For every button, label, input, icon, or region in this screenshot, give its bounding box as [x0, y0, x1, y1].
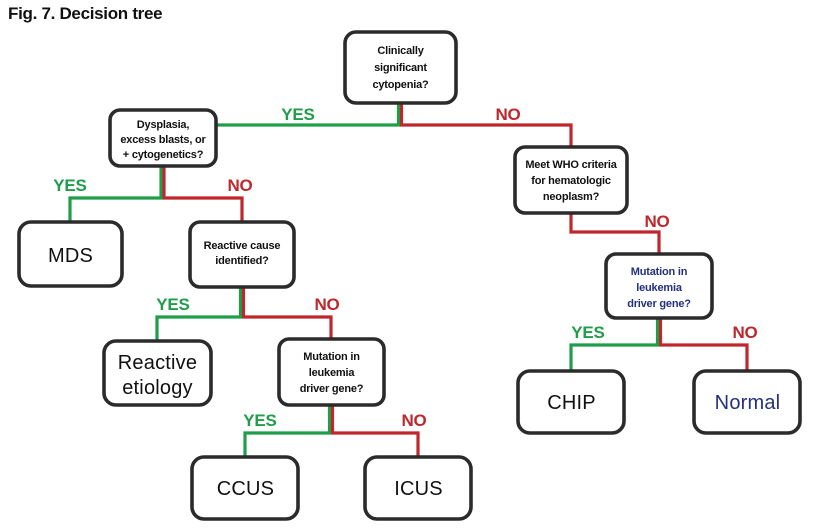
branch-label-mutation-right-no: NO — [732, 323, 757, 342]
branch-label-dysplasia-no: NO — [227, 176, 252, 195]
branch-label-reactive-no: NO — [314, 295, 339, 314]
node-box — [102, 339, 213, 407]
node-box — [692, 369, 802, 435]
node-box — [343, 30, 458, 105]
branch-label-reactive-yes: YES — [156, 295, 189, 314]
node-label-line: Reactive cause — [204, 240, 281, 252]
figure-title: Fig. 7. Decision tree — [8, 4, 163, 23]
node-ccus[interactable]: CCUS — [190, 455, 300, 521]
node-label-line: + cytogenetics? — [123, 149, 204, 161]
node-label-line: Normal — [715, 392, 781, 414]
branch-label-mutation-left-no: NO — [401, 411, 426, 430]
node-mds[interactable]: MDS — [17, 220, 124, 288]
node-label-line: cytopenia? — [372, 79, 429, 91]
branch-label-root-no: NO — [495, 105, 520, 124]
edge-layer — [68, 102, 749, 457]
node-label-line: driver gene? — [627, 298, 691, 310]
branch-label-mutation-right-yes: YES — [571, 323, 604, 342]
node-box — [513, 145, 629, 215]
node-label-line: excess blasts, or — [120, 134, 206, 146]
node-label-line: Meet WHO criteria — [525, 159, 617, 171]
node-label-line: CCUS — [217, 478, 274, 500]
node-chip[interactable]: CHIP — [516, 369, 626, 435]
node-mutation-in-leukemia-driver-gene-right[interactable]: Mutation in leukemia driver gene? — [604, 252, 714, 320]
node-label-line: neoplasm? — [543, 191, 600, 203]
node-label-line: driver gene? — [300, 383, 364, 395]
edge-mutation-left-no-to-icus — [331, 431, 420, 457]
edge-root-no-to-who — [400, 123, 573, 147]
node-label-line: Mutation in — [631, 266, 688, 278]
node-layer: Clinically significant cytopenia? Dyspla… — [17, 30, 802, 521]
node-label-line: Clinically — [377, 45, 424, 57]
branch-label-mutation-left-yes: YES — [243, 411, 276, 430]
node-label-line: etiology — [122, 377, 193, 399]
node-label-line: leukemia — [636, 282, 683, 294]
branch-label-dysplasia-yes: YES — [53, 176, 86, 195]
edge-dysplasia-yes-to-mds — [68, 196, 163, 222]
node-clinically-significant-cytopenia[interactable]: Clinically significant cytopenia? — [343, 30, 458, 105]
node-label-line: leukemia — [309, 367, 356, 379]
node-mutation-in-leukemia-driver-gene-left[interactable]: Mutation in leukemia driver gene? — [277, 337, 386, 407]
edge-reactive-no-to-mutation — [242, 315, 333, 339]
node-label-line: CHIP — [547, 392, 596, 414]
node-label-line: Reactive — [118, 352, 197, 374]
node-label-line: Mutation in — [303, 351, 360, 363]
branch-label-layer: YES NO YES NO YES NO YES NO NO YES NO — [53, 105, 757, 430]
node-label-line: for hematologic — [531, 175, 611, 187]
node-label-line: ICUS — [394, 478, 443, 500]
edge-mutation-left-yes-to-ccus — [243, 431, 331, 457]
node-box — [604, 252, 714, 320]
edge-dysplasia-no-to-reactive-cause — [162, 196, 244, 222]
node-label-line: identified? — [215, 255, 269, 267]
branch-label-who-no: NO — [644, 212, 669, 231]
node-normal[interactable]: Normal — [692, 369, 802, 435]
node-label-line: MDS — [48, 245, 93, 267]
node-box — [516, 369, 626, 435]
node-box — [363, 455, 473, 521]
node-meet-who-criteria-hematologic-neoplasm[interactable]: Meet WHO criteria for hematologic neopla… — [513, 145, 629, 215]
node-box — [190, 455, 300, 521]
node-dysplasia-excess-blasts-cytogenetics[interactable]: Dysplasia, excess blasts, or + cytogenet… — [108, 108, 218, 168]
node-box — [277, 337, 386, 407]
node-box — [108, 108, 218, 168]
node-label-line: significant — [374, 62, 427, 74]
node-reactive-etiology[interactable]: Reactive etiology — [102, 339, 213, 407]
branch-label-root-yes: YES — [281, 105, 314, 124]
edge-mutation-right-yes-to-chip — [569, 343, 659, 371]
node-icus[interactable]: ICUS — [363, 455, 473, 521]
node-box — [17, 220, 124, 288]
edge-who-no-to-mutation-right — [569, 213, 661, 254]
node-reactive-cause-identified[interactable]: Reactive cause identified? — [188, 220, 296, 289]
node-label-line: Dysplasia, — [137, 119, 190, 131]
edge-reactive-yes-to-etiology — [155, 315, 242, 341]
node-box — [188, 220, 296, 289]
edge-mutation-right-no-to-normal — [659, 343, 749, 371]
